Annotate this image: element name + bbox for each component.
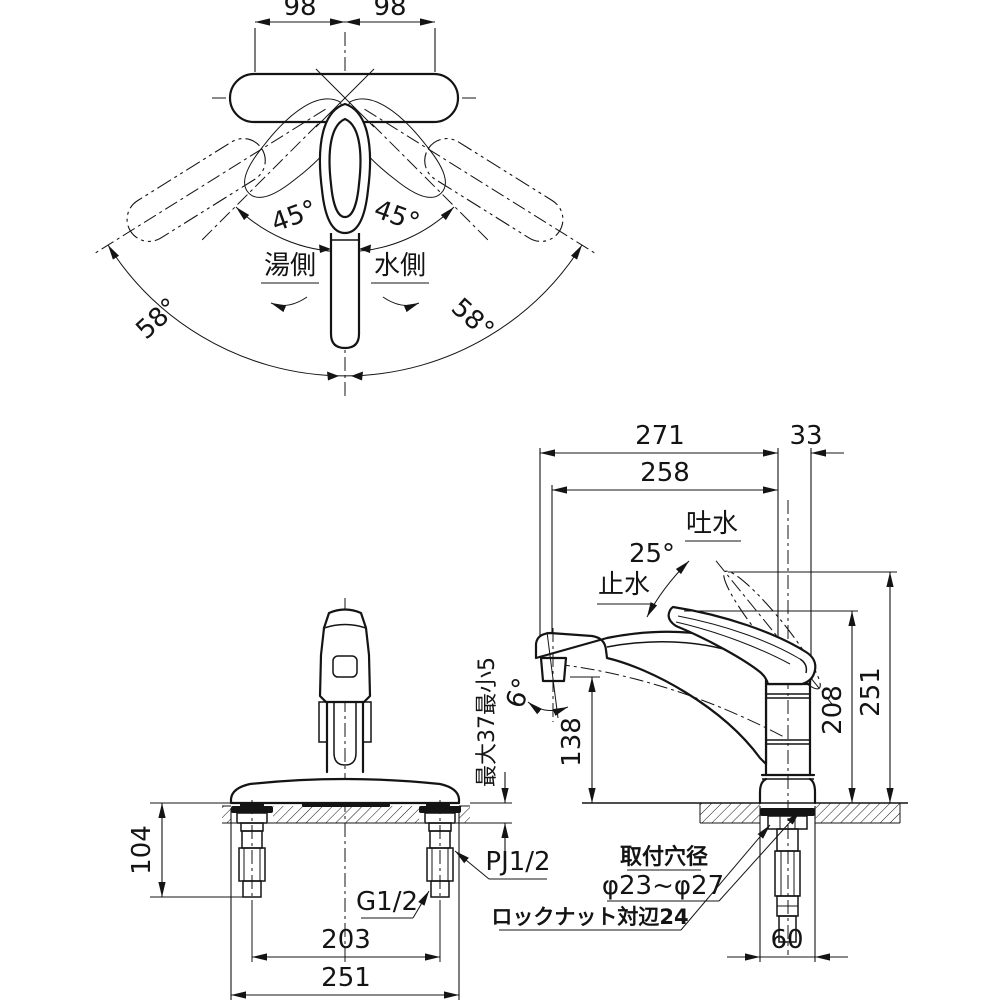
leader-hole — [718, 810, 801, 902]
dim-271: 271 — [635, 421, 685, 451]
cold-side-label: 水側 — [374, 251, 426, 281]
dim-203: 203 — [321, 925, 371, 955]
lever-stem-plan — [329, 233, 361, 350]
dim-104: 104 — [127, 825, 157, 875]
phantom-handle-right-58 — [94, 108, 326, 254]
arrow-25deg — [646, 560, 690, 618]
side-view: 271 33 258 吐水 止水 25° — [470, 421, 908, 962]
hot-side-label: 湯側 — [264, 251, 316, 281]
leader-pj12 — [454, 850, 490, 880]
mounting-notes: 取付穴径 φ23~φ27 ロックナット対辺24 — [491, 810, 801, 931]
deck-thickness-dim: 最大37最小5 — [470, 657, 512, 854]
angle-45-right: 45° — [370, 195, 424, 239]
leader-g12 — [412, 890, 430, 919]
angle-58-right: 58° — [445, 292, 499, 345]
spout-aerator — [539, 656, 568, 683]
dim-138: 138 — [557, 717, 587, 767]
dim-98-right: 98 — [373, 0, 406, 22]
dim-208: 208 — [818, 685, 848, 735]
phantom-handle-left-58 — [364, 108, 596, 254]
front-base-plate — [229, 777, 461, 805]
dim-deck-range: 最大37最小5 — [475, 657, 500, 787]
label-g12: G1/2 — [356, 887, 418, 917]
angle-58-left: 58° — [130, 292, 184, 345]
lever-outer-plan — [318, 102, 372, 235]
angle-6: 6° — [500, 674, 538, 712]
dim-251-side: 251 — [856, 667, 886, 717]
dim-258: 258 — [640, 458, 690, 488]
front-shank-left — [231, 800, 273, 962]
side-lever-down — [667, 605, 817, 686]
lever-plan — [318, 102, 372, 350]
label-stop: 止水 — [598, 570, 650, 600]
angle-25: 25° — [629, 539, 675, 569]
rotate-arrow-hot — [270, 296, 308, 313]
front-counter-section — [222, 805, 470, 824]
front-shank-right — [419, 800, 461, 962]
label-hole-title: 取付穴径 — [620, 844, 708, 870]
label-discharge: 吐水 — [686, 509, 738, 539]
label-hole-range: φ23~φ27 — [602, 871, 724, 901]
dim-60: 60 — [770, 925, 803, 955]
dim-33: 33 — [789, 421, 822, 451]
dim-98-left: 98 — [283, 0, 316, 22]
side-counter-section — [582, 802, 908, 824]
dim-251-front: 251 — [321, 963, 371, 993]
rotate-arrow-cold — [382, 296, 420, 313]
lever-hole-plan — [328, 117, 362, 219]
arc-58 — [107, 244, 583, 377]
top-view: 98 98 45° 45° — [94, 0, 596, 400]
leader-locknut — [680, 824, 771, 931]
front-view: 104 203 251 G1/2 PJ1/2 — [127, 598, 551, 1000]
label-pj12: PJ1/2 — [485, 847, 550, 877]
angle-45-left: 45° — [267, 195, 321, 239]
label-locknut: ロックナット対辺24 — [491, 905, 688, 929]
